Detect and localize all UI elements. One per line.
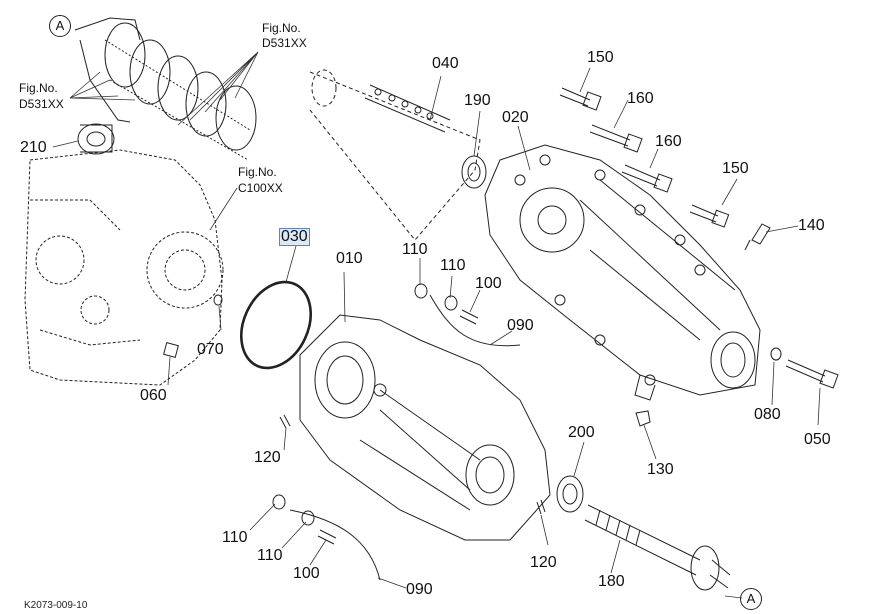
label-020: 020 xyxy=(502,109,529,126)
o-ring-030 xyxy=(240,280,312,370)
label-190: 190 xyxy=(464,92,491,109)
callout-a-top: A xyxy=(49,15,71,37)
bolts-150-160 xyxy=(559,87,730,228)
plug-130 xyxy=(635,410,651,427)
label-110-d: 110 xyxy=(257,547,283,564)
label-150-a: 150 xyxy=(587,49,614,66)
label-200: 200 xyxy=(568,424,595,441)
label-210: 210 xyxy=(20,139,47,156)
ref-fig-top-line2: D531XX xyxy=(262,36,307,50)
case-010 xyxy=(299,314,551,541)
label-030-highlighted[interactable]: 030 xyxy=(279,228,310,246)
label-140: 140 xyxy=(798,217,825,234)
label-110-c: 110 xyxy=(222,529,248,546)
label-100-a: 100 xyxy=(475,275,502,292)
bolt-050 xyxy=(770,347,839,389)
label-120-b: 120 xyxy=(530,554,557,571)
cover-020 xyxy=(484,144,761,401)
label-010: 010 xyxy=(336,250,363,267)
label-100-b: 100 xyxy=(293,565,320,582)
shaft-outline-040 xyxy=(309,69,481,241)
clutch-pack xyxy=(74,17,257,161)
label-070: 070 xyxy=(197,341,224,358)
shaft-040 xyxy=(364,84,451,133)
ref-fig-mid-line2: C100XX xyxy=(238,181,283,195)
label-080: 080 xyxy=(754,406,781,423)
shaft-180 xyxy=(584,504,731,591)
label-090-a: 090 xyxy=(507,317,534,334)
label-110-b: 110 xyxy=(440,257,466,274)
ref-fig-left-line2: D531XX xyxy=(19,97,64,111)
bearing-210 xyxy=(77,123,115,155)
ref-fig-left-line1: Fig.No. xyxy=(19,81,58,95)
label-180: 180 xyxy=(598,573,625,590)
bearing-200 xyxy=(556,475,584,513)
figure-code: K2073-009-10 xyxy=(24,600,88,611)
main-housing-outline xyxy=(24,149,224,386)
pipes-090 xyxy=(289,294,521,581)
label-160-b: 160 xyxy=(655,133,682,150)
label-050: 050 xyxy=(804,431,831,448)
ref-fig-mid-line1: Fig.No. xyxy=(238,165,277,179)
label-160-a: 160 xyxy=(627,90,654,107)
nut-060-and-plug-070 xyxy=(163,294,223,358)
pins-120 xyxy=(279,414,546,515)
callout-a-bottom: A xyxy=(740,588,762,610)
label-110-a: 110 xyxy=(402,241,428,258)
label-120-a: 120 xyxy=(254,449,281,466)
ref-fig-top-line1: Fig.No. xyxy=(262,21,301,35)
fitting-140 xyxy=(744,223,771,251)
label-130: 130 xyxy=(647,461,674,478)
washers-110 xyxy=(272,283,458,526)
leader-lines xyxy=(52,51,821,599)
bearing-190 xyxy=(461,155,487,189)
label-060: 060 xyxy=(140,387,167,404)
label-090-b: 090 xyxy=(406,581,433,598)
label-150-b: 150 xyxy=(722,160,749,177)
label-040: 040 xyxy=(432,55,459,72)
